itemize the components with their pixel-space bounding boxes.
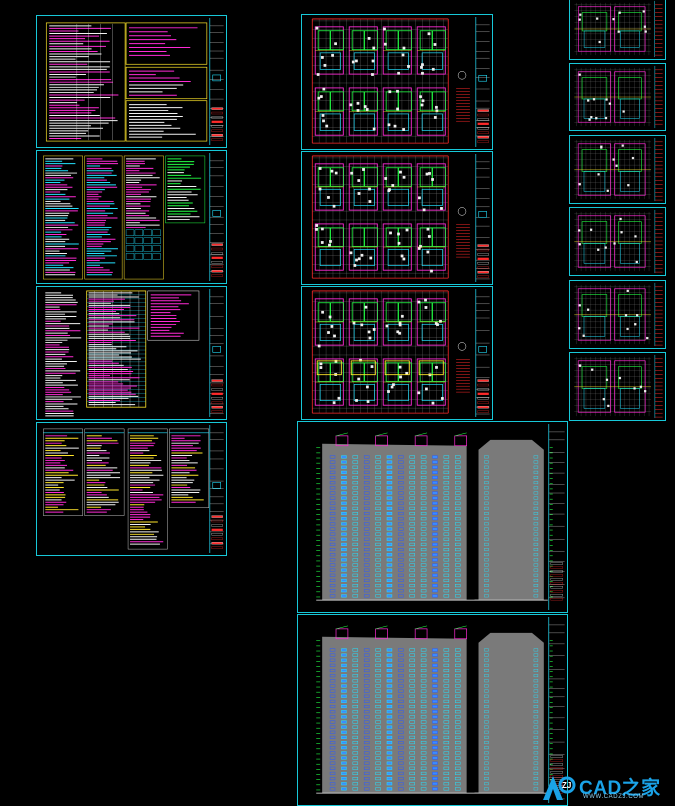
floor-plan-2-graphics (311, 153, 490, 283)
drawing-sheet-roof-plan-2[interactable] (569, 63, 666, 131)
roof-plan-3-graphics (574, 137, 663, 202)
drawing-sheet-notes-1[interactable] (36, 15, 227, 148)
elevation-1-graphics (316, 423, 565, 611)
notes-4-graphics (43, 424, 224, 554)
drawing-sheet-roof-plan-6[interactable] (569, 352, 666, 421)
roof-plan-2-graphics (574, 65, 663, 129)
roof-plan-4-graphics (574, 209, 663, 274)
roof-plan-6-graphics (574, 354, 663, 419)
notes-2-graphics (43, 152, 224, 282)
roof-plan-5-graphics (574, 282, 663, 347)
drawing-sheet-elevation-2[interactable] (297, 614, 568, 806)
watermark-brand: CAD之家 (579, 778, 661, 799)
floor-plan-3-graphics (311, 288, 490, 418)
cadzj-logo-icon: ZJ (543, 776, 576, 800)
notes-3-graphics (45, 288, 224, 418)
cadzj-watermark: ZJ CAD之家 WWW.CADZJ.COM (539, 772, 669, 802)
drawing-sheet-floor-plan-3[interactable] (301, 286, 493, 420)
svg-text:ZJ: ZJ (562, 781, 571, 790)
drawing-sheet-notes-3[interactable] (36, 286, 227, 420)
drawing-sheet-notes-4[interactable] (36, 422, 227, 556)
watermark-url: WWW.CADZJ.COM (583, 794, 645, 800)
floor-plan-1-graphics (311, 16, 490, 148)
drawing-sheet-roof-plan-4[interactable] (569, 207, 666, 276)
drawing-sheet-roof-plan-3[interactable] (569, 135, 666, 204)
elevation-2-graphics (316, 616, 565, 804)
drawing-sheet-floor-plan-2[interactable] (301, 151, 493, 285)
drawing-sheet-roof-plan-5[interactable] (569, 280, 666, 349)
notes-1-graphics (45, 17, 224, 146)
roof-plan-1-graphics (574, 0, 663, 58)
drawing-sheet-floor-plan-1[interactable] (301, 14, 493, 150)
drawing-sheet-elevation-1[interactable] (297, 421, 568, 613)
drawing-sheet-notes-2[interactable] (36, 150, 227, 284)
drawing-sheet-roof-plan-1[interactable] (569, 0, 666, 60)
